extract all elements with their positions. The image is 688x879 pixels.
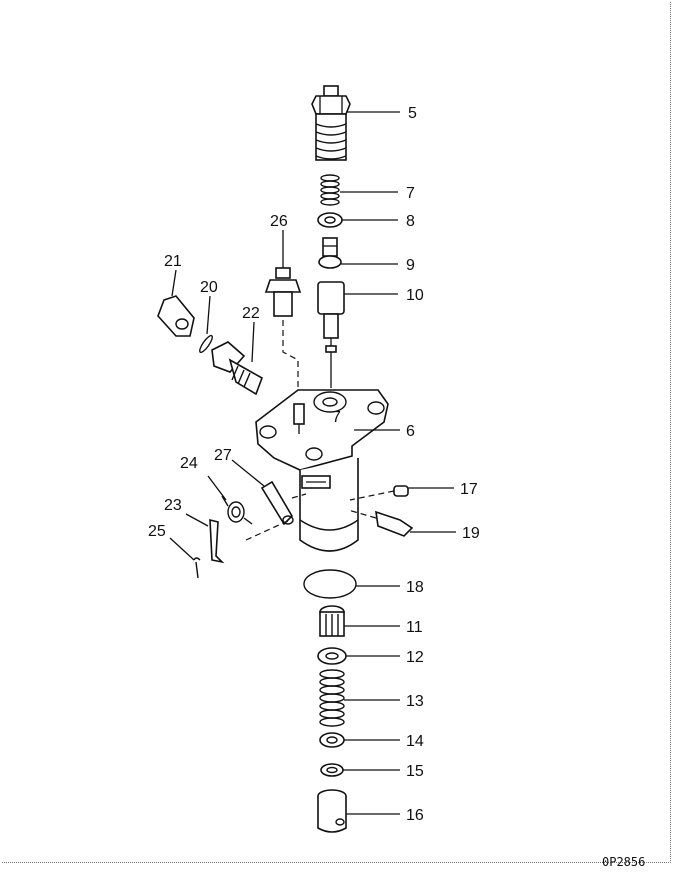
callout-18: 18 xyxy=(406,579,424,596)
part-6-pump-body[interactable] xyxy=(255,389,400,552)
callout-13: 13 xyxy=(406,693,424,710)
part-16-tappet[interactable] xyxy=(317,789,400,833)
callout-11: 11 xyxy=(406,619,423,636)
part-19-pin[interactable] xyxy=(347,509,456,537)
part-23-lever-plate[interactable] xyxy=(185,513,225,564)
part-22-fitting[interactable] xyxy=(211,321,263,396)
part-27-control-lever[interactable] xyxy=(231,459,307,526)
callout-9: 9 xyxy=(406,257,415,274)
part-17-screw[interactable] xyxy=(349,485,454,501)
part-18-o-ring[interactable] xyxy=(303,569,400,599)
callout-5: 5 xyxy=(408,105,417,122)
callout-25: 25 xyxy=(148,523,166,540)
drawing-code: 0P2856 xyxy=(602,855,645,869)
part-25-split-pin[interactable] xyxy=(169,537,201,579)
part-15-shim[interactable] xyxy=(320,763,400,777)
part-9-delivery-valve[interactable] xyxy=(318,237,398,269)
callout-12: 12 xyxy=(406,649,424,666)
callout-21: 21 xyxy=(164,253,182,270)
callout-24: 24 xyxy=(180,455,198,472)
callout-20: 20 xyxy=(200,279,218,296)
drawing-frame xyxy=(2,2,671,863)
part-12-spring-seat[interactable] xyxy=(317,647,400,665)
callout-23: 23 xyxy=(164,497,182,514)
part-21-banjo-bolt[interactable] xyxy=(157,269,195,337)
callout-8: 8 xyxy=(406,213,415,230)
callout-6: 6 xyxy=(406,423,415,440)
body-marking: 7 xyxy=(332,409,341,426)
part-10-plunger[interactable] xyxy=(317,281,398,388)
part-24-torsion-spring[interactable] xyxy=(207,475,291,541)
callout-7: 7 xyxy=(406,185,415,202)
part-14-lower-seat[interactable] xyxy=(319,732,400,748)
callout-14: 14 xyxy=(406,733,424,750)
callout-19: 19 xyxy=(462,525,480,542)
callout-15: 15 xyxy=(406,763,424,780)
part-7-spring[interactable] xyxy=(320,174,398,206)
part-11-control-sleeve[interactable] xyxy=(319,605,400,637)
callout-16: 16 xyxy=(406,807,424,824)
part-13-plunger-spring[interactable] xyxy=(319,669,400,727)
part-8-gasket[interactable] xyxy=(317,212,398,228)
callout-10: 10 xyxy=(406,287,424,304)
part-26-bolt[interactable] xyxy=(264,230,302,400)
callout-17: 17 xyxy=(460,481,478,498)
callout-22: 22 xyxy=(242,305,260,322)
callout-26: 26 xyxy=(270,213,288,230)
part-5-valve-holder[interactable] xyxy=(311,85,400,161)
callout-27: 27 xyxy=(214,447,232,464)
part-20-o-ring[interactable] xyxy=(198,295,214,354)
